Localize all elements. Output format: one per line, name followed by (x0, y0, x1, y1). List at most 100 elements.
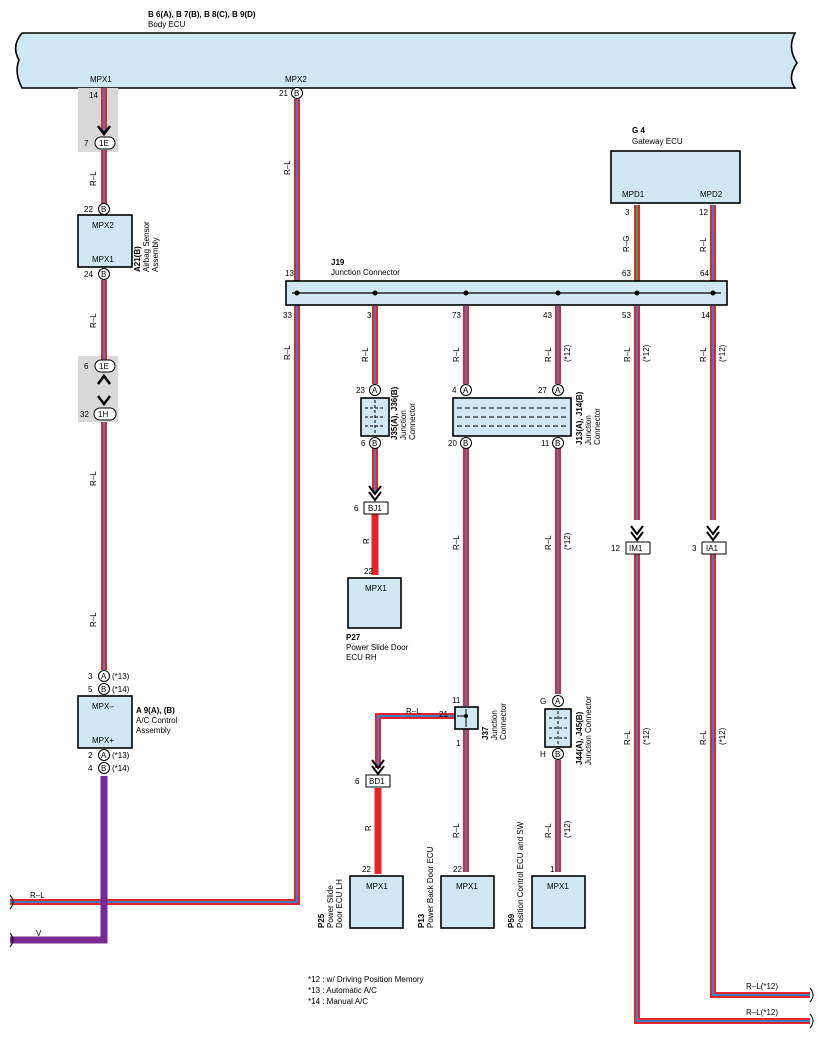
bd1-pin: 6 (355, 777, 360, 786)
body-ecu-code: B 6(A), B 7(B), B 8(C), B 9(D) (148, 10, 256, 19)
j44-code: J44(A), J45(B) (575, 711, 584, 765)
wire-label-left-rl: R–L (30, 891, 45, 900)
airbag-pin-b2-label: B (101, 270, 106, 279)
wire-label: R–L (89, 471, 98, 486)
p13-name: Power Back Door ECU (426, 846, 435, 928)
j19-pin-14: 14 (701, 311, 710, 320)
ac-note-13: (*13) (112, 672, 130, 681)
j37-pin-11: 11 (452, 696, 461, 705)
wire-label: R–L (623, 347, 632, 362)
ac-pin-4: 4 (88, 764, 93, 773)
j19-pin-63: 63 (622, 269, 631, 278)
p13-box (440, 875, 495, 929)
note-12: (*12) (563, 344, 572, 362)
j19-pin-13: 13 (285, 269, 294, 278)
conn-1e-top-num: 7 (84, 139, 89, 148)
im1-label: IM1 (629, 544, 643, 553)
body-ecu-mpx2: MPX2 (285, 75, 307, 84)
j19-name: Junction Connector (331, 268, 400, 277)
ac-pin-a-label: A (101, 672, 107, 681)
p59-box (531, 875, 586, 929)
ac-pin-b2-label: B (101, 764, 106, 773)
j44-lines (549, 711, 567, 745)
j44-name: Junction Connector (584, 696, 593, 765)
airbag-name2: Assembly (151, 237, 160, 272)
gateway-name: Gateway ECU (632, 137, 683, 146)
conn-1e-mid-num: 6 (84, 362, 89, 371)
p27-name1: Power Slide Door (346, 643, 409, 652)
note-12: (*12) (563, 532, 572, 550)
p13-code: P13 (417, 913, 426, 928)
bj1-box (363, 501, 389, 515)
j13-pin-b2-label: B (555, 439, 560, 448)
j13-pin-a-label: A (463, 386, 469, 395)
j13-pin-b-label: B (463, 439, 468, 448)
ac-name1: A/C Control (136, 716, 178, 725)
wire-label-r2: R (364, 825, 373, 831)
j35-pin-b-label: B (372, 439, 377, 448)
ia1-label: IA1 (706, 544, 719, 553)
p25-mpx: MPX1 (366, 882, 388, 891)
ia1-box (701, 541, 727, 555)
wire-label-r12a: R–L(*12) (746, 982, 778, 991)
im1-pin: 12 (611, 544, 620, 553)
wire-label: R–L (544, 347, 553, 362)
airbag-pin-top: 22 (84, 205, 93, 214)
j19-pin-33: 33 (283, 311, 292, 320)
wire-label: R–L (452, 347, 461, 362)
ac-pin-b-label: B (101, 685, 106, 694)
wire-label: R–L (699, 730, 708, 745)
p59-name: Position Control ECU and SW (516, 821, 525, 928)
footnote-13: *13 : Automatic A/C (308, 986, 377, 995)
bd1-arrow (371, 759, 385, 776)
body-ecu-name: Body ECU (148, 20, 186, 29)
wire-label-j37: R–L (406, 707, 421, 716)
airbag-box (77, 214, 133, 268)
j13-lines (457, 407, 567, 427)
j44-pin-b-label: B (555, 750, 560, 759)
mpx2-pin-b-label: B (294, 89, 299, 98)
ac-pin-2: 2 (88, 751, 93, 760)
airbag-pin-bot: 24 (84, 270, 93, 279)
conn-1e-mid-label: 1E (99, 362, 109, 371)
airbag-mpx2: MPX2 (92, 221, 114, 230)
wire-label: R–L (89, 171, 98, 186)
p27-pin: 22 (364, 567, 373, 576)
ac-pin-5: 5 (88, 685, 93, 694)
ac-pin-a (98, 670, 110, 682)
j13-name1: Junction (584, 415, 593, 445)
wire-label: R–L (89, 313, 98, 328)
ac-note-14b: (*14) (112, 764, 130, 773)
ac-pin-b (98, 683, 110, 695)
mpx2-pin-b (291, 87, 303, 99)
j19-pin-73: 73 (452, 311, 461, 320)
j44-pin-g: G (540, 697, 546, 706)
j19-pin-43: 43 (543, 311, 552, 320)
j37-name1: Junction (490, 710, 499, 740)
ac-code: A 9(A), (B) (136, 706, 175, 715)
conn-1e-mid-pin (94, 359, 116, 373)
wire-label: R–L (283, 160, 292, 175)
j35-lines (365, 400, 385, 434)
j19-pin-3: 3 (367, 311, 372, 320)
wire-break-right (809, 987, 814, 1029)
j35-pin-b (369, 437, 381, 449)
ac-box (77, 695, 133, 749)
p25-code: P25 (317, 913, 326, 928)
j35-pin-bot: 6 (361, 439, 366, 448)
wire-label: R–L (452, 535, 461, 550)
conn-1h-num: 32 (80, 410, 89, 419)
j13-pin-a (460, 384, 472, 396)
wire-label-r: R (362, 538, 371, 544)
gateway-mpd1: MPD1 (622, 190, 645, 199)
airbag-pin-b2 (98, 268, 110, 280)
ac-pin-3: 3 (88, 672, 93, 681)
note-12: (*12) (642, 344, 651, 362)
pin-21: 21 (279, 89, 288, 98)
p27-name2: ECU RH (346, 653, 377, 662)
pin-14: 14 (89, 91, 98, 100)
wire-label: R–L (544, 823, 553, 838)
body-ecu-box (14, 32, 798, 89)
p25-name1: Power Slide (326, 885, 335, 928)
